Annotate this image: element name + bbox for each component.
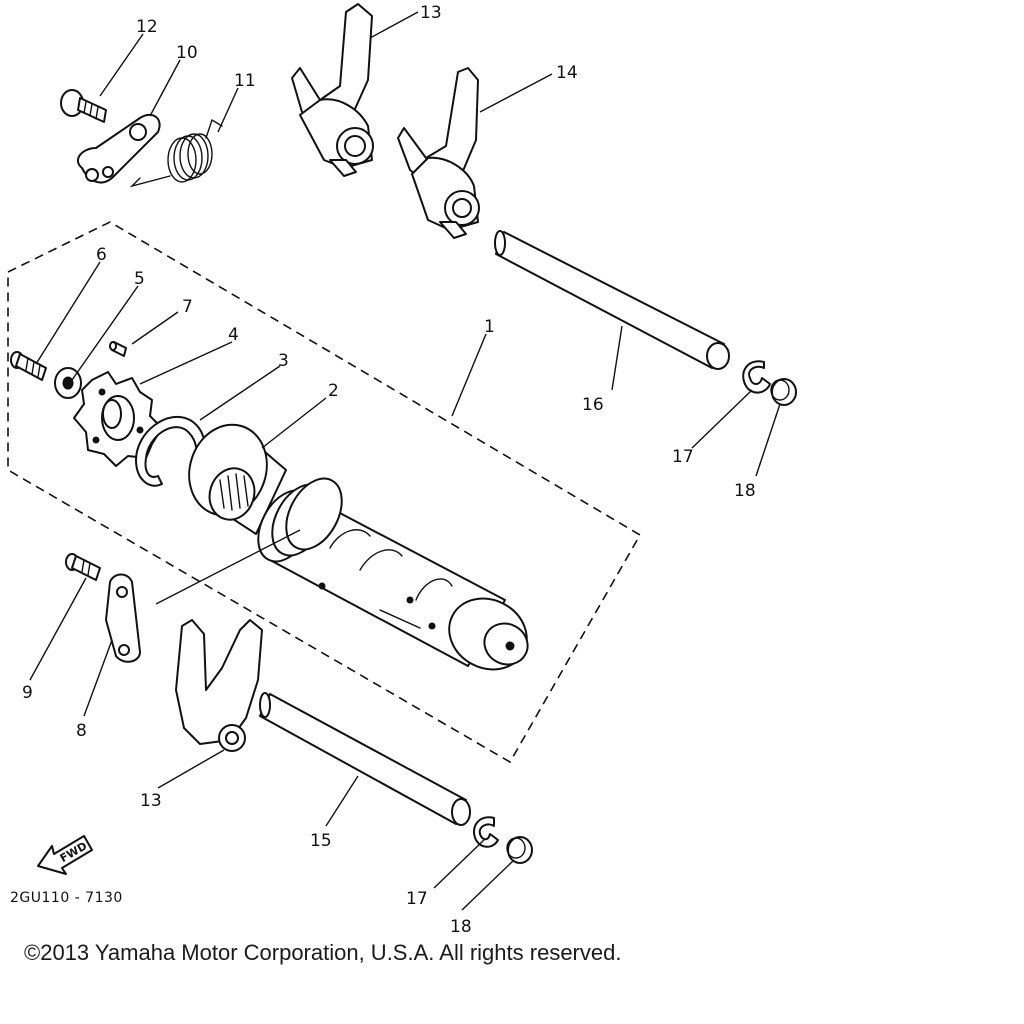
part-1-shift-cam (257, 477, 529, 671)
callout-9: 9 (22, 683, 33, 703)
callout-labels: 12 10 11 13 14 6 5 7 4 3 2 1 16 17 18 9 … (22, 3, 756, 937)
part-11-spring (129, 118, 223, 188)
part-7-dowel-pin (109, 341, 127, 357)
part-14-shift-fork (397, 67, 480, 239)
callout-13-top: 13 (420, 3, 442, 23)
part-18-cap-top (770, 378, 797, 406)
diagram-reference-code: 2GU110 - 7130 (10, 890, 123, 906)
callout-5: 5 (134, 269, 145, 289)
callout-8: 8 (76, 721, 87, 741)
callout-17-top: 17 (672, 447, 694, 467)
part-17-circlip-bottom (473, 816, 499, 848)
part-18-cap-bottom (506, 836, 533, 864)
assembly-boundary-dashed (7, 221, 642, 764)
part-6-screw (10, 351, 47, 381)
part-9-bolt (65, 553, 101, 581)
callout-3: 3 (278, 351, 289, 371)
callout-11: 11 (234, 71, 256, 91)
callout-13-bottom: 13 (140, 791, 162, 811)
part-16-shift-fork-shaft (494, 230, 730, 370)
part-17-circlip-top (742, 360, 771, 394)
callout-4: 4 (228, 325, 239, 345)
part-13-shift-fork-bottom (175, 619, 263, 752)
part-12-bolt (60, 89, 107, 123)
callout-16: 16 (582, 395, 604, 415)
part-2-bearing (188, 423, 287, 535)
part-15-shift-fork-shaft (259, 692, 471, 826)
part-10-plate (77, 113, 161, 184)
part-13-shift-fork-top (291, 3, 374, 177)
callout-14: 14 (556, 63, 578, 83)
callout-18-bottom: 18 (450, 917, 472, 937)
callout-15: 15 (310, 831, 332, 851)
callout-2: 2 (328, 381, 339, 401)
part-4-shift-drum-segment (73, 371, 163, 467)
callout-7: 7 (182, 297, 193, 317)
callout-17-bottom: 17 (406, 889, 428, 909)
callout-1: 1 (484, 317, 495, 337)
callout-12: 12 (136, 17, 158, 37)
leader-lines (29, 11, 781, 911)
fwd-arrow-icon: FWD (37, 835, 93, 875)
callout-6: 6 (96, 245, 107, 265)
copyright-notice: ©2013 Yamaha Motor Corporation, U.S.A. A… (24, 940, 622, 965)
part-8-stopper-plate (105, 573, 141, 663)
callout-18-top: 18 (734, 481, 756, 501)
callout-10: 10 (176, 43, 198, 63)
